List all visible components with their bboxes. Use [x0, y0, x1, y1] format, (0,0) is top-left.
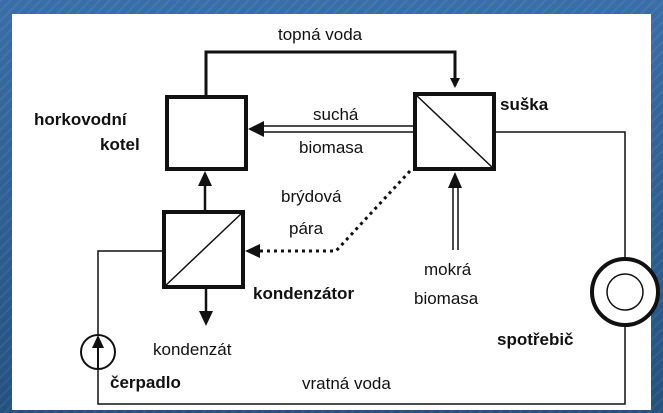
label-vapour-2: pára: [289, 219, 324, 238]
hot-water-line: [204, 50, 460, 97]
label-condensate: kondenzát: [153, 340, 232, 359]
label-hot-water-boiler-1: horkovodní: [34, 110, 128, 129]
label-hot-water-boiler-2: kotel: [100, 135, 140, 154]
label-vapour-1: brýdová: [281, 187, 342, 206]
pump-arrowhead: [92, 335, 104, 348]
label-return-water: vratná voda: [302, 374, 391, 393]
label-dryer: suška: [500, 95, 549, 114]
label-hot-water: topná voda: [278, 25, 363, 44]
label-wet-biomass: biomasa: [414, 289, 479, 308]
label-condenser: kondenzátor: [253, 284, 354, 303]
return-water-upper-line: [97, 250, 164, 334]
wet-biomass-arrowhead: [448, 172, 462, 188]
consumer-inner-circle: [606, 273, 644, 311]
label-dry-biomass: biomasa: [299, 138, 364, 157]
label-wet: mokrá: [424, 260, 472, 279]
condenser-to-boiler-arrowhead: [198, 171, 212, 186]
return-water-line: [97, 325, 626, 405]
diagram-panel: [12, 14, 651, 410]
dry-biomass-arrowhead: [248, 121, 264, 137]
label-consumer: spotřebič: [497, 330, 574, 349]
label-dry: suchá: [313, 105, 359, 124]
label-pump: čerpadlo: [110, 373, 181, 392]
condensate-arrowhead: [199, 311, 213, 326]
boiler-box: [165, 95, 248, 171]
condenser-diagonal: [163, 211, 244, 288]
vapour-line: [260, 169, 412, 253]
dryer-to-consumer-line: [494, 131, 626, 259]
dryer-diagonal: [414, 93, 495, 170]
vapour-arrowhead: [245, 244, 260, 258]
